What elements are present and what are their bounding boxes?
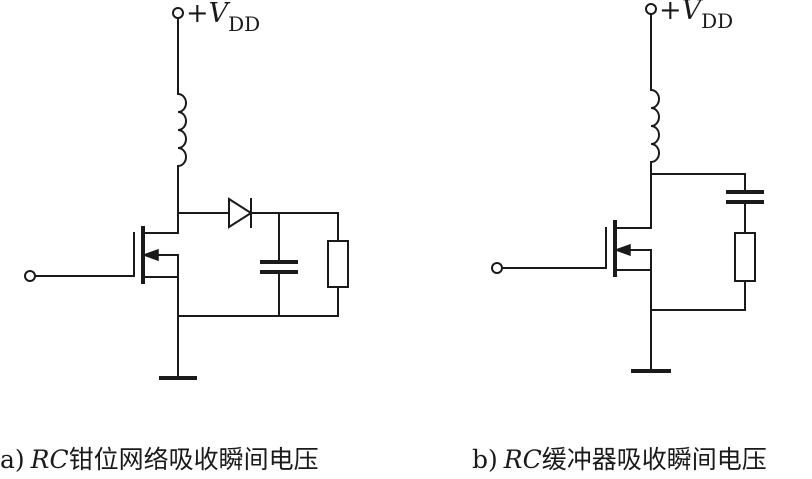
circuit-a: +VDD <box>0 0 349 474</box>
circuit-a-capacitor <box>260 260 298 274</box>
circuit-a-resistor <box>327 240 349 288</box>
circuit-b-gate-terminal <box>491 262 503 274</box>
circuit-b-caption: b)RC缓冲器吸收瞬间电压 <box>472 445 767 474</box>
circuit-a-caption: a)RC钳位网络吸收瞬间电压 <box>0 445 319 474</box>
circuit-a-gate-terminal <box>24 270 36 282</box>
circuit-b-vdd-label: +VDD <box>659 0 733 33</box>
circuit-a-vdd-terminal <box>172 7 184 19</box>
circuit-b-mosfet <box>496 220 652 371</box>
circuit-a-vdd-label: +VDD <box>186 0 260 36</box>
circuit-b: +VDD b)RC缓冲器吸收瞬间电压 <box>472 0 767 474</box>
circuit-a-body-arrow <box>141 248 159 262</box>
circuit-a-inductor <box>176 92 187 168</box>
circuit-a-diode <box>228 197 253 229</box>
circuit-b-resistor <box>734 232 756 282</box>
circuit-b-inductor <box>649 88 660 164</box>
circuit-a-mosfet <box>29 212 179 378</box>
circuit-b-capacitor <box>726 190 764 204</box>
circuit-b-vdd-terminal <box>645 3 657 15</box>
circuit-b-body-arrow <box>613 243 631 257</box>
